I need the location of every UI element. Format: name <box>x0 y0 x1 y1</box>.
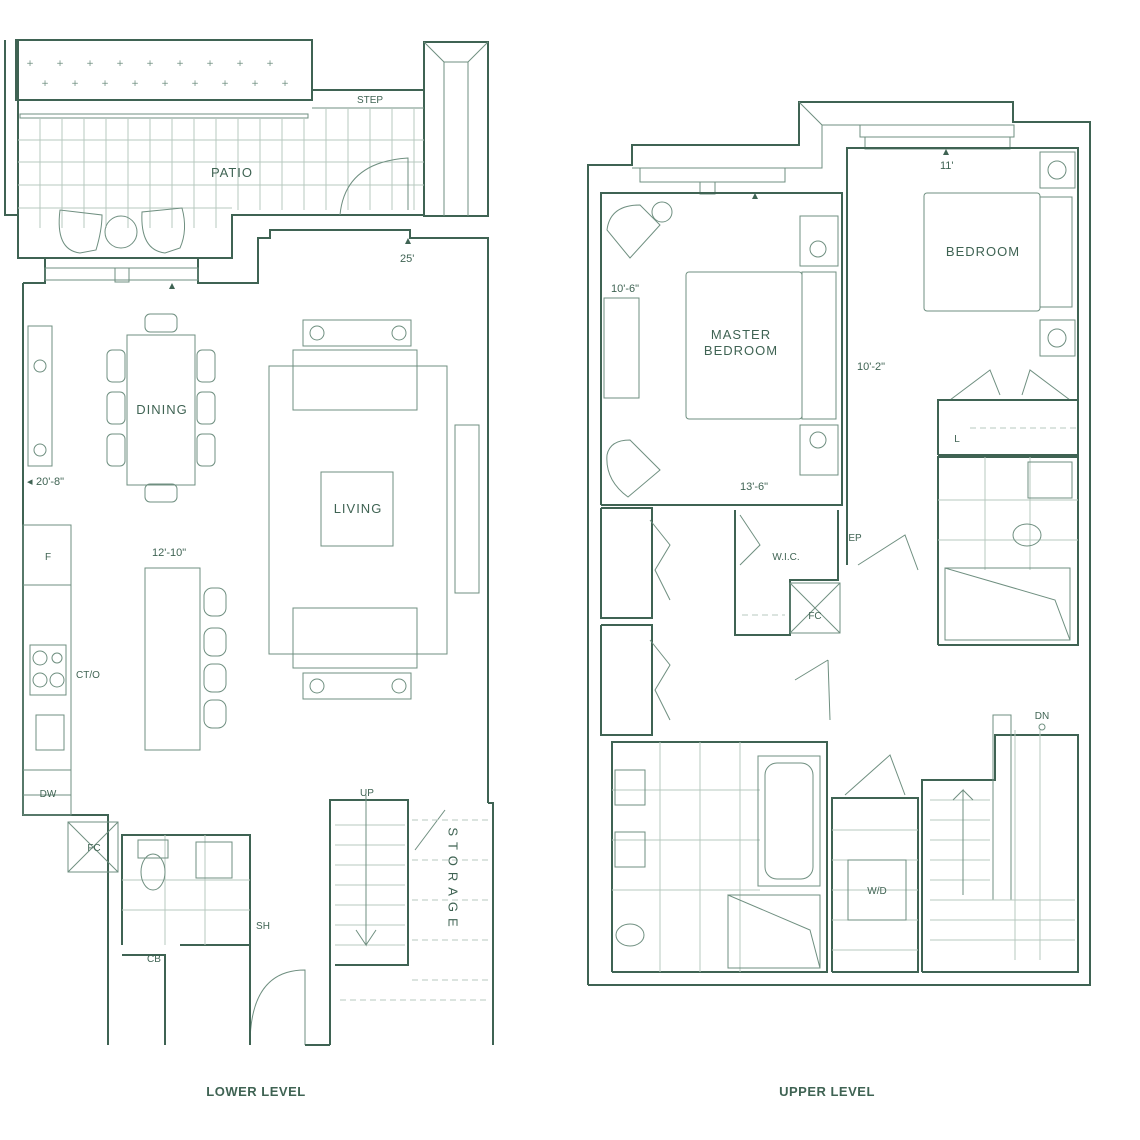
toilet <box>615 923 645 947</box>
patio-chair <box>141 207 186 254</box>
fan-coil-label: FC <box>808 611 821 622</box>
svg-text:+: + <box>56 59 64 69</box>
toilet <box>140 853 166 891</box>
dresser <box>603 297 640 399</box>
caption-lower-level: LOWER LEVEL <box>206 1084 305 1099</box>
kitchen-island <box>144 567 201 751</box>
svg-text:+: + <box>116 59 124 69</box>
dimension-master-length: 13'-6" <box>740 481 768 493</box>
storage-door[interactable] <box>414 809 446 851</box>
armchair <box>606 439 661 498</box>
ep-door[interactable] <box>857 534 919 571</box>
sink <box>614 831 646 868</box>
bathtub <box>757 755 821 887</box>
fridge-label: F <box>45 552 51 563</box>
svg-text:+: + <box>71 79 79 89</box>
lower-level-plan: + + + + + + + + + + + + + + + + + + <box>4 39 494 1046</box>
stools <box>203 587 227 729</box>
room-label-dining: DINING <box>136 402 188 417</box>
closet-label: CB <box>147 954 161 965</box>
sofa <box>292 607 418 669</box>
cooktop-label: CT/O <box>76 670 100 681</box>
master-door[interactable] <box>794 659 831 721</box>
lower-exterior-wall <box>23 229 489 803</box>
svg-text:+: + <box>41 79 49 89</box>
washer-dryer <box>847 859 907 921</box>
washer-dryer-label: W/D <box>867 886 886 897</box>
dimension-master-width: 10'-6" <box>611 283 639 295</box>
stairs-up[interactable] <box>329 799 409 1045</box>
stairs-down-label: DN <box>1035 711 1049 722</box>
sideboard <box>27 325 53 467</box>
dimension-dining: ◂ <box>27 476 33 488</box>
svg-text:+: + <box>131 79 139 89</box>
room-label-wic: W.I.C. <box>772 552 799 563</box>
caption-upper-level: UPPER LEVEL <box>779 1084 875 1099</box>
fan-coil <box>789 582 841 634</box>
planter-pattern: + + + + + + + + + + + + + + + + + + <box>26 59 289 89</box>
sink <box>614 769 646 806</box>
shower-label: SH <box>256 921 270 932</box>
dimension-dining-value: 20'-8" <box>36 476 64 488</box>
svg-text:+: + <box>206 59 214 69</box>
svg-text:+: + <box>191 79 199 89</box>
dishwasher-label: DW <box>40 789 57 800</box>
step-label: STEP <box>357 95 383 106</box>
patio-table <box>104 215 138 249</box>
dimension-patio: 25' <box>400 253 414 265</box>
planter <box>15 39 313 101</box>
side-wall <box>423 41 489 217</box>
sink <box>195 841 233 879</box>
svg-text:+: + <box>266 59 274 69</box>
armchair <box>606 204 661 259</box>
svg-text:+: + <box>101 79 109 89</box>
dining-table <box>126 334 196 486</box>
patio-chair <box>58 209 103 254</box>
bedroom-closet-doors[interactable] <box>949 369 1071 401</box>
svg-text:+: + <box>86 59 94 69</box>
media-unit <box>454 424 480 594</box>
sink <box>1027 461 1073 499</box>
sofa <box>292 349 418 411</box>
svg-text:+: + <box>236 59 244 69</box>
room-label-living: LIVING <box>334 501 383 516</box>
patio-door[interactable] <box>339 157 409 216</box>
fan-coil-label: FC <box>87 843 100 854</box>
dimension-bedroom: 11' <box>940 160 954 172</box>
dimension-bedroom-length: 10'-2" <box>857 361 885 373</box>
stairs-down[interactable] <box>921 734 1079 973</box>
svg-text:+: + <box>26 59 34 69</box>
coffee-table <box>320 471 394 547</box>
upper-level-plan <box>587 101 1091 986</box>
room-label-patio: PATIO <box>211 165 253 180</box>
room-label-master-line2: BEDROOM <box>704 343 778 358</box>
patio-tiles <box>18 108 424 228</box>
dining-chairs <box>106 313 216 503</box>
fan-coil <box>67 821 119 873</box>
stairs-up-label: UP <box>360 788 374 799</box>
room-label-bedroom: BEDROOM <box>946 244 1020 259</box>
room-label-master-line1: MASTER <box>711 327 771 342</box>
svg-text:+: + <box>251 79 259 89</box>
svg-text:+: + <box>146 59 154 69</box>
living-rug <box>268 365 448 655</box>
toilet <box>1012 523 1042 547</box>
linen-label: L <box>954 434 960 445</box>
svg-text:+: + <box>281 79 289 89</box>
dimension-kitchen: 12'-10" <box>152 547 186 559</box>
entry-door[interactable] <box>249 969 306 1046</box>
svg-text:+: + <box>221 79 229 89</box>
room-label-storage: STORAGE <box>446 827 461 932</box>
wic-door[interactable] <box>739 514 761 566</box>
electrical-panel-label: EP <box>848 533 862 544</box>
svg-text:+: + <box>161 79 169 89</box>
laundry-door[interactable] <box>844 754 906 796</box>
svg-text:+: + <box>176 59 184 69</box>
